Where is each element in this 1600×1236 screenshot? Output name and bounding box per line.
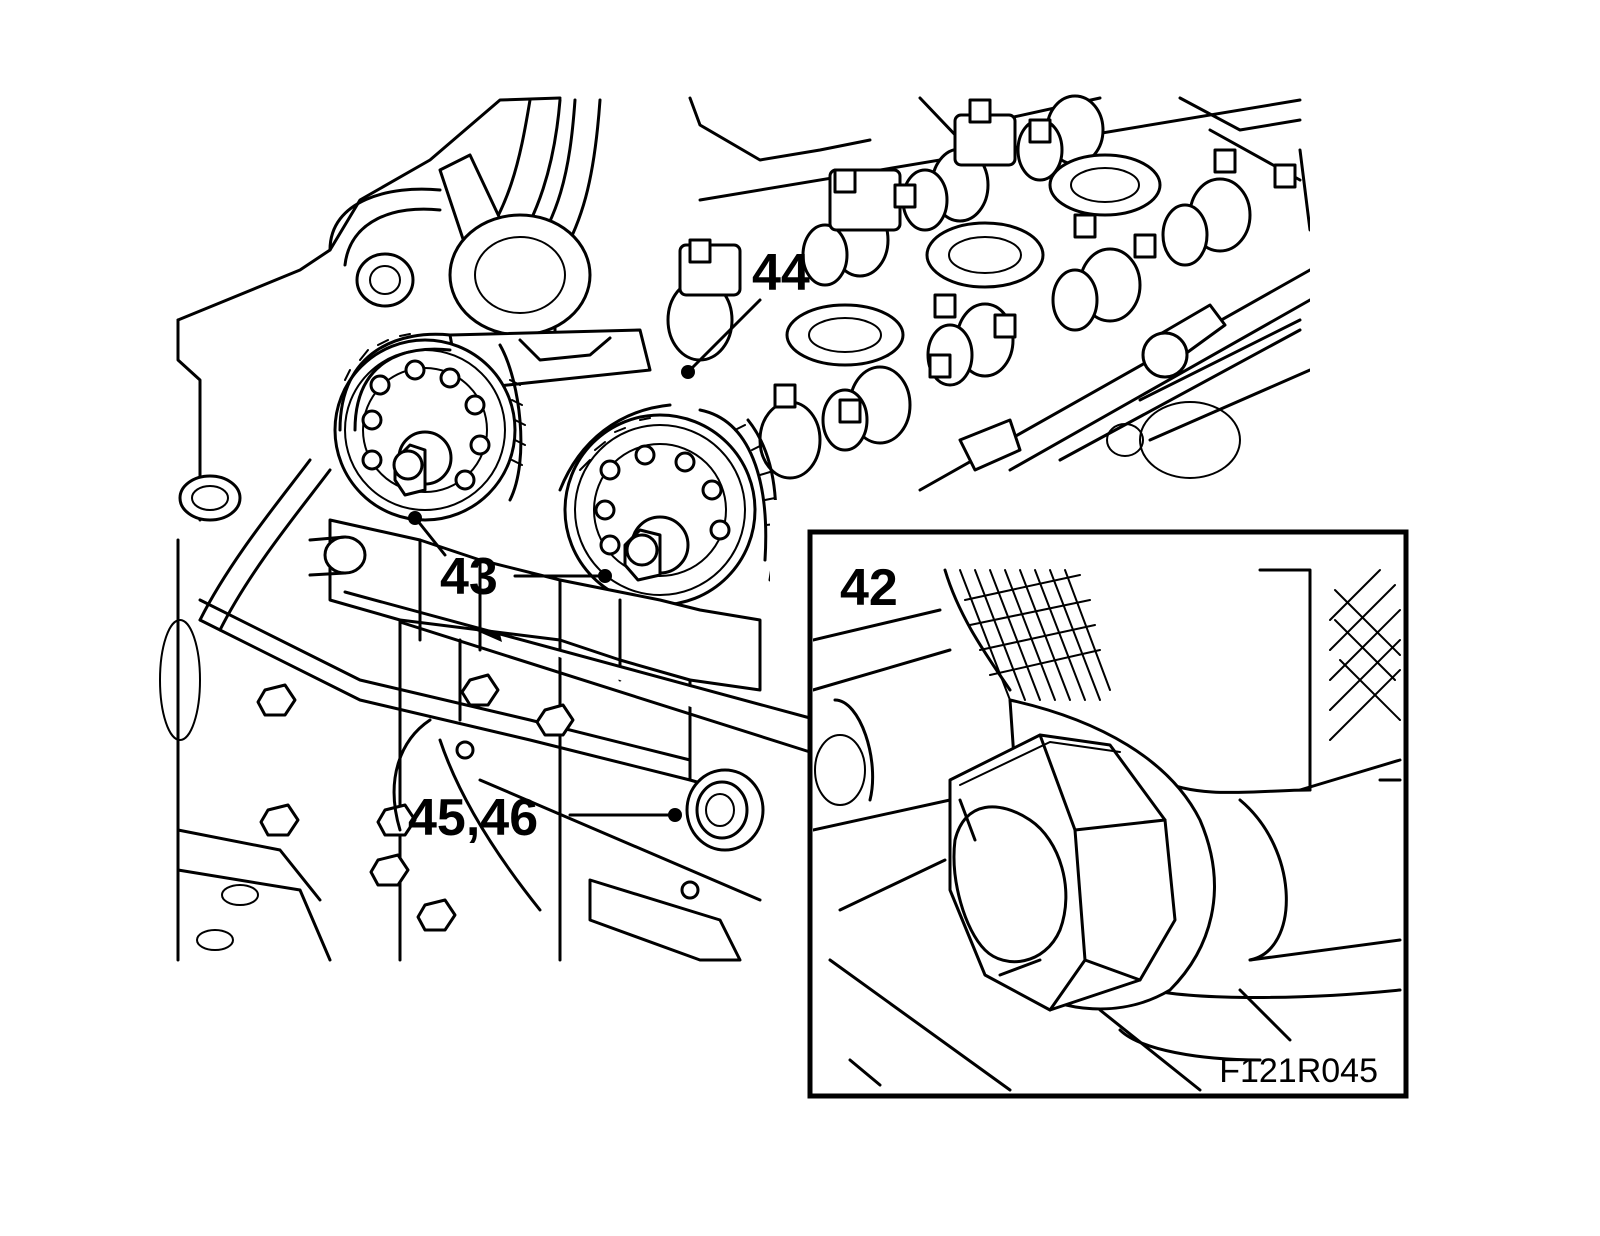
zoom-line-bottom [398, 620, 812, 754]
timing-chain [338, 332, 778, 582]
figure-code: F121R045 [1219, 1052, 1378, 1090]
camshaft-sprocket-left [333, 338, 517, 522]
cover-bolts [256, 673, 700, 932]
leader-43-left [415, 518, 447, 557]
callout-leaders [343, 298, 812, 822]
oil-seal [685, 768, 765, 852]
inset-art: 42 [813, 559, 1402, 1092]
hex-nut [948, 733, 1177, 1012]
detail-inset: 42 F121R045 [807, 529, 1409, 1099]
callout-42: 42 [840, 559, 898, 617]
leader-43-dot-left [408, 511, 422, 525]
leader-44 [688, 298, 762, 372]
plug-wells [785, 153, 1162, 367]
zoom-line-top [343, 590, 812, 720]
engine-line-art [159, 94, 1312, 962]
camshaft-sprocket-right [563, 413, 757, 607]
callout-4546: 45,46 [408, 789, 538, 847]
callout-43: 43 [440, 548, 498, 606]
hoses [328, 98, 602, 337]
leader-43-dot-right [598, 569, 612, 583]
leader-4546-dot [668, 808, 682, 822]
callout-44: 44 [752, 244, 810, 302]
leader-44-dot [681, 365, 695, 379]
hatch-right [1329, 569, 1401, 741]
callout-labels: 44 43 45,46 [408, 244, 810, 847]
